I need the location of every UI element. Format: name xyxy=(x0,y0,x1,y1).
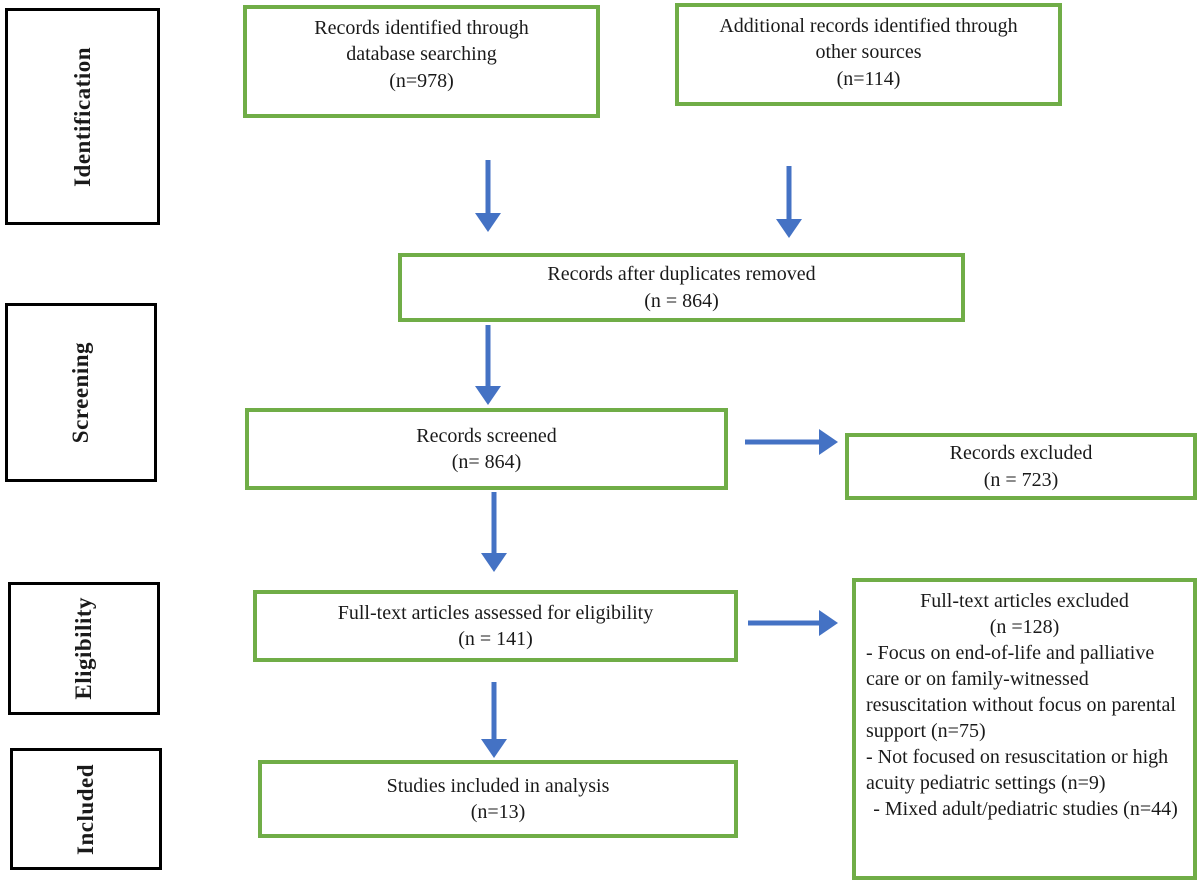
box-count: (n=13) xyxy=(470,801,526,823)
arrow-head-down-icon xyxy=(475,386,501,405)
arrow-shaft xyxy=(485,325,491,387)
box-text-line: other sources xyxy=(815,41,922,64)
box-fulltext-assessed: Full-text articles assessed for eligibil… xyxy=(253,590,738,662)
box-studies-included: Studies included in analysis (n=13) xyxy=(258,760,738,838)
arrow-shaft xyxy=(786,166,792,220)
arrow-head-right-icon xyxy=(819,610,838,636)
box-count: (n = 141) xyxy=(458,628,533,650)
arrow-duplicates-to-screened xyxy=(475,325,501,405)
stage-label-eligibility: Eligibility xyxy=(71,597,96,700)
stage-label-identification: Identification xyxy=(69,46,95,187)
arrow-head-down-icon xyxy=(481,553,507,572)
stage-box-screening: Screening xyxy=(5,303,157,482)
box-records-identified-database: Records identified through database sear… xyxy=(243,5,600,118)
box-fulltext-excluded: Full-text articles excluded (n =128) - F… xyxy=(852,578,1197,880)
arrow-other-sources-to-duplicates xyxy=(776,166,802,238)
arrow-head-down-icon xyxy=(481,739,507,758)
box-count: (n =128) xyxy=(989,616,1060,638)
arrow-shaft xyxy=(491,682,497,740)
box-text-line: Records excluded xyxy=(949,442,1093,465)
box-text-line: database searching xyxy=(346,43,497,66)
stage-label-included: Included xyxy=(73,763,98,855)
arrow-head-right-icon xyxy=(819,429,838,455)
box-count: (n= 864) xyxy=(451,451,522,473)
box-text-line: Records screened xyxy=(416,424,557,447)
box-records-excluded: Records excluded (n = 723) xyxy=(845,433,1197,500)
arrow-fulltext-to-included xyxy=(481,682,507,758)
arrow-screened-to-fulltext xyxy=(481,492,507,572)
stage-label-screening: Screening xyxy=(68,341,93,444)
exclusion-reason: - Not focused on resuscitation or high a… xyxy=(866,746,1169,794)
arrow-shaft xyxy=(748,620,820,626)
box-text-line: Full-text articles assessed for eligibil… xyxy=(337,601,654,624)
arrow-shaft xyxy=(491,492,497,554)
box-text-line: Full-text articles excluded xyxy=(920,590,1129,612)
exclusion-reason: - Mixed adult/pediatric studies (n=44) xyxy=(873,798,1178,820)
arrow-screened-to-excluded xyxy=(745,429,838,455)
box-additional-records-other-sources: Additional records identified through ot… xyxy=(675,3,1062,106)
arrow-head-down-icon xyxy=(475,213,501,232)
box-text-line: Records identified through xyxy=(314,17,529,39)
box-records-after-duplicates-removed: Records after duplicates removed (n = 86… xyxy=(398,253,965,322)
box-text-line: Additional records identified through xyxy=(719,15,1018,37)
box-records-screened: Records screened (n= 864) xyxy=(245,408,728,490)
arrow-database-to-duplicates xyxy=(475,160,501,232)
box-text-line: Studies included in analysis xyxy=(386,774,610,797)
stage-box-eligibility: Eligibility xyxy=(8,582,160,715)
stage-box-included: Included xyxy=(10,748,162,870)
box-count: (n = 864) xyxy=(644,289,719,312)
exclusion-reason: - Focus on end-of-life and palliative ca… xyxy=(866,642,1176,742)
arrow-shaft xyxy=(485,160,491,214)
arrow-shaft xyxy=(745,439,820,445)
arrow-fulltext-to-excluded xyxy=(748,610,838,636)
box-count: (n = 723) xyxy=(983,468,1059,491)
arrow-head-down-icon xyxy=(776,219,802,238)
box-count: (n=978) xyxy=(389,69,454,92)
box-count: (n=114) xyxy=(836,67,901,90)
stage-box-identification: Identification xyxy=(5,8,160,225)
box-text-line: Records after duplicates removed xyxy=(547,263,816,286)
